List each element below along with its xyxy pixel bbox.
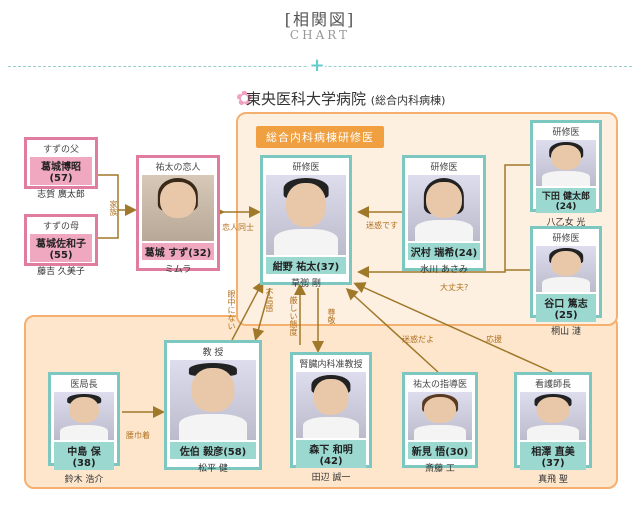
actor-name: 桐山 漣 [551,327,581,337]
card-shimoda[interactable]: 研修医 下田 健太郎(24) 八乙女 光 [530,120,602,228]
role-label: すずの母 [42,222,79,232]
portrait-photo [408,392,472,440]
character-name: 佐伯 毅彦(58) [170,442,256,459]
label-koshiginchaku: 腰巾着 [126,431,150,440]
actor-name: 真飛 聖 [538,475,568,485]
character-name: 谷口 篤志(25) [536,294,596,322]
page-subtitle: CHART [289,28,351,42]
card-aizawa[interactable]: 看護師長 相澤 直美(37) 真飛 聖 [514,372,592,485]
portrait-photo [536,140,596,186]
actor-name: 斎藤 工 [425,464,455,474]
character-name: 中島 保(38) [54,442,114,470]
actor-name: 水川 あさみ [420,265,468,275]
card-sawamura[interactable]: 研修医 沢村 瑞希(24) 水川 あさみ [402,155,486,275]
portrait-photo [296,372,366,438]
role-label: 研修医 [552,128,580,138]
role-label: 看護師長 [534,380,571,390]
card-nakajima[interactable]: 医局長 中島 保(38) 鈴木 浩介 [48,372,120,485]
label-meiwaku: 迷惑です [366,221,398,230]
actor-name: 田辺 誠一 [311,473,351,483]
portrait-photo [520,392,586,440]
character-name: 新見 悟(30) [408,442,472,459]
card-suzu-mother[interactable]: すずの母 葛城佐和子(55) 藤吉 久美子 [24,214,98,277]
actor-name: 藤吉 久美子 [37,267,85,277]
role-label: 研修医 [292,163,320,173]
label-kibishii: 厳しい態度 [289,296,298,336]
actor-name: 鈴木 浩介 [64,475,104,485]
hospital-name: 東央医科大学病院 (総合内科病棟) [246,90,446,108]
role-label: 研修医 [552,234,580,244]
label-lovers: 恋人同士 [222,223,254,232]
role-label: 研修医 [430,163,458,173]
card-saeki[interactable]: 教 授 佐伯 毅彦(58) 松平 健 [164,340,262,474]
portrait-photo [408,175,480,241]
portrait-photo [266,175,346,255]
role-label: すずの父 [42,145,79,155]
label-sonkei: 尊敬 [327,308,336,324]
label-chuuni: 眼中にない [227,290,236,330]
plus-icon: + [309,55,325,76]
character-name: 葛城佐和子(55) [30,234,92,262]
card-taniguchi[interactable]: 研修医 谷口 篤志(25) 桐山 漣 [530,226,602,337]
actor-name: 志賀 廣太郎 [37,190,85,200]
label-meiwakudayo: 迷惑だよ [402,335,434,344]
blossom-icon: ✿ [236,86,253,110]
role-label: 教 授 [202,348,224,358]
label-fushin: 不信感 [265,288,274,312]
card-suzu[interactable]: 祐太の恋人 葛城 すず(32) ミムラ [136,155,220,275]
character-name: 葛城 すず(32) [142,243,214,260]
portrait-photo [142,175,214,241]
character-name: 相澤 直美(37) [520,442,586,470]
actor-name: 草彅 剛 [291,279,321,289]
character-name: 葛城博昭(57) [30,157,92,185]
character-name: 沢村 瑞希(24) [408,243,480,260]
card-suzu-father[interactable]: すずの父 葛城博昭(57) 志賀 廣太郎 [24,137,98,200]
role-label: 腎臓内科准教授 [299,360,363,370]
portrait-photo [170,360,256,440]
actor-name: ミムラ [164,265,192,275]
role-label: 医局長 [70,380,98,390]
portrait-photo [536,246,596,292]
character-name: 紺野 祐太(37) [266,257,346,274]
actor-name: 八乙女 光 [546,218,586,228]
label-ouen: 応援 [486,335,502,344]
card-konno[interactable]: 研修医 紺野 祐太(37) 草彅 剛 [260,155,352,289]
portrait-photo [54,392,114,440]
role-label: 祐太の指導医 [412,380,467,390]
ward-label: 総合内科病棟研修医 [256,126,384,148]
role-label: 祐太の恋人 [155,163,201,173]
label-family: 家族 [109,200,118,216]
label-daijoubu: 大丈夫? [440,283,469,292]
card-niimi[interactable]: 祐太の指導医 新見 悟(30) 斎藤 工 [402,372,478,474]
character-name: 森下 和明(42) [296,440,366,468]
page-title: [相関図] [284,10,356,29]
character-name: 下田 健太郎(24) [536,188,596,213]
actor-name: 松平 健 [198,464,228,474]
card-morishita[interactable]: 腎臓内科准教授 森下 和明(42) 田辺 誠一 [290,352,372,483]
